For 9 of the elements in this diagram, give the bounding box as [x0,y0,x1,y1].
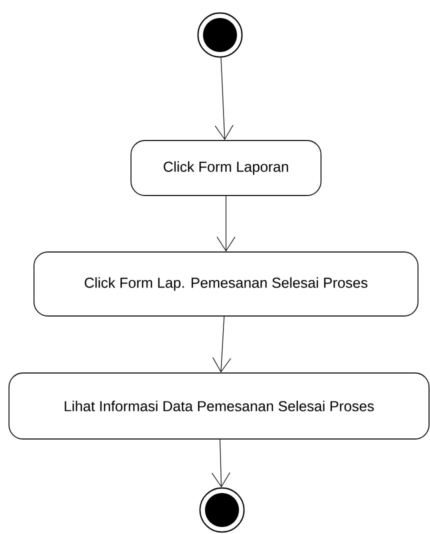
arrow [216,196,236,252]
arrow [214,57,234,140]
terminal-node [197,12,243,58]
action-box: Click Form Laporan [130,140,322,196]
arrow [212,316,232,373]
action-box: Lihat Informasi Data Pemesanan Selesai Proses [8,372,430,440]
arrow [212,439,230,488]
action-box: Click Form Lap. Pemesanan Selesai Proses [34,252,418,316]
terminal-node [199,487,245,533]
